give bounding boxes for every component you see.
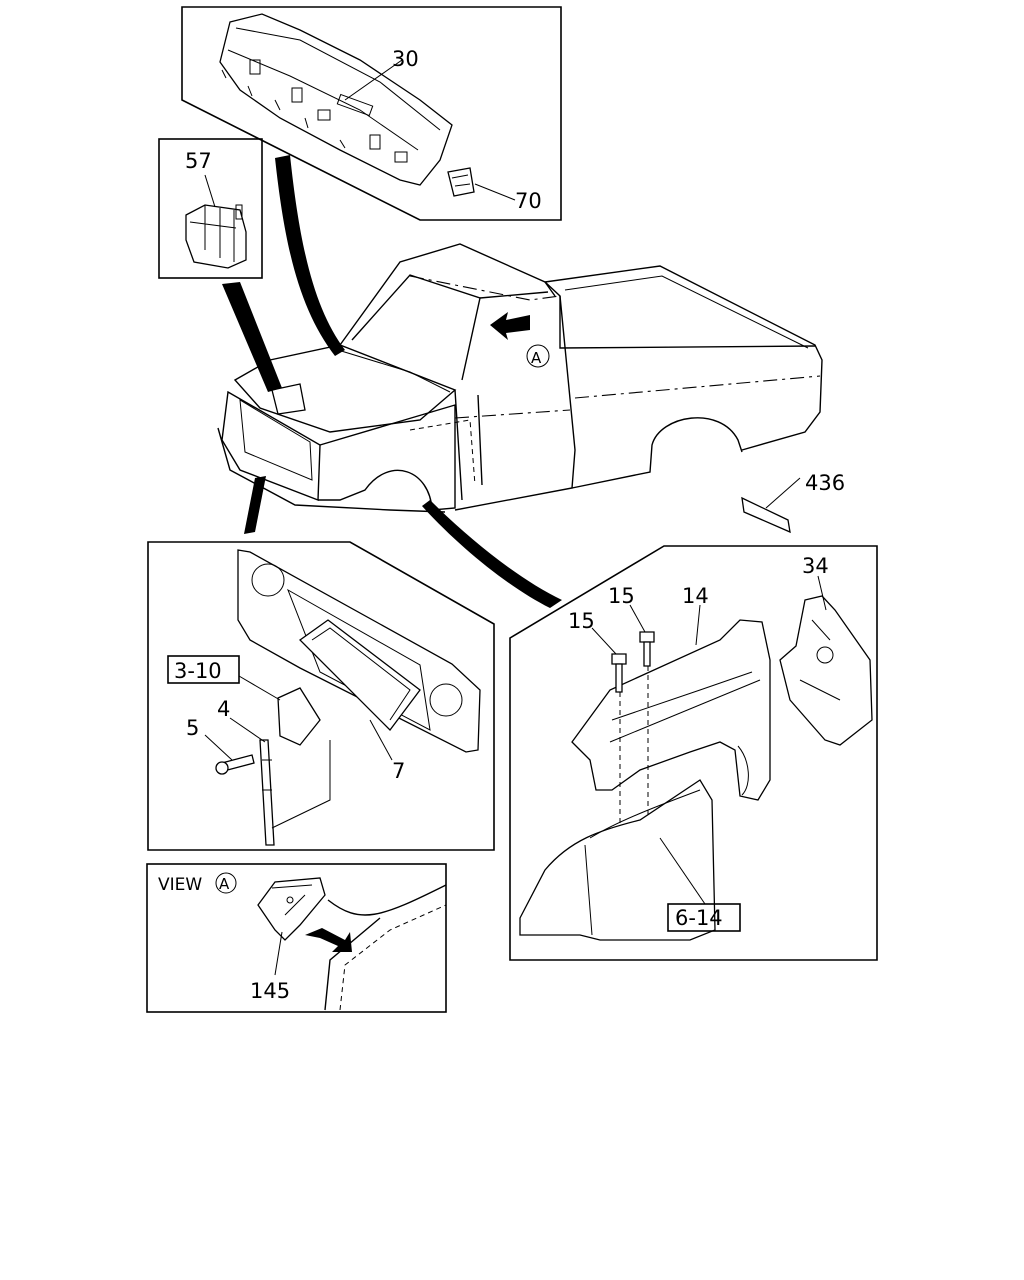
label-3-10: 3-10 xyxy=(174,659,222,683)
cab-corner-outline xyxy=(324,884,447,1011)
label-34: 34 xyxy=(802,554,829,578)
relay-box-inset: 57 xyxy=(158,138,263,279)
cab-bracket-part xyxy=(257,877,326,941)
leader-arrows xyxy=(222,155,562,608)
label-7: 7 xyxy=(392,759,405,783)
label-145: 145 xyxy=(250,979,290,1003)
view-a-marker: A xyxy=(219,875,230,893)
radiator-support-inset: 3-10 4 5 7 xyxy=(147,541,495,851)
radiator-support-part xyxy=(215,549,481,846)
view-a-inset: VIEW A 145 xyxy=(146,863,447,1013)
label-30: 30 xyxy=(392,47,419,71)
weatherstrip-part: 436 xyxy=(741,471,845,534)
cowl-panel-inset: 30 70 xyxy=(181,6,562,221)
front-fender-part xyxy=(571,619,771,801)
label-5: 5 xyxy=(186,716,199,740)
view-a-title: VIEW xyxy=(158,875,202,895)
label-6-14: 6-14 xyxy=(675,906,723,930)
label-57: 57 xyxy=(185,149,212,173)
relay-box-part xyxy=(185,204,247,269)
label-70: 70 xyxy=(515,189,542,213)
cowl-clip-part xyxy=(447,167,475,197)
cowl-panel-part xyxy=(219,13,453,186)
fender-apron-part xyxy=(779,595,873,746)
label-15-right: 15 xyxy=(608,584,635,608)
view-marker-on-truck: A xyxy=(531,349,542,367)
label-14: 14 xyxy=(682,584,709,608)
label-15-left: 15 xyxy=(568,609,595,633)
fender-inset: 15 15 14 34 6-14 xyxy=(509,545,878,961)
splash-shield-part xyxy=(519,779,716,941)
truck-body: A xyxy=(217,243,823,513)
label-4: 4 xyxy=(217,697,230,721)
label-436: 436 xyxy=(805,471,845,495)
fender-bolts xyxy=(611,631,655,693)
